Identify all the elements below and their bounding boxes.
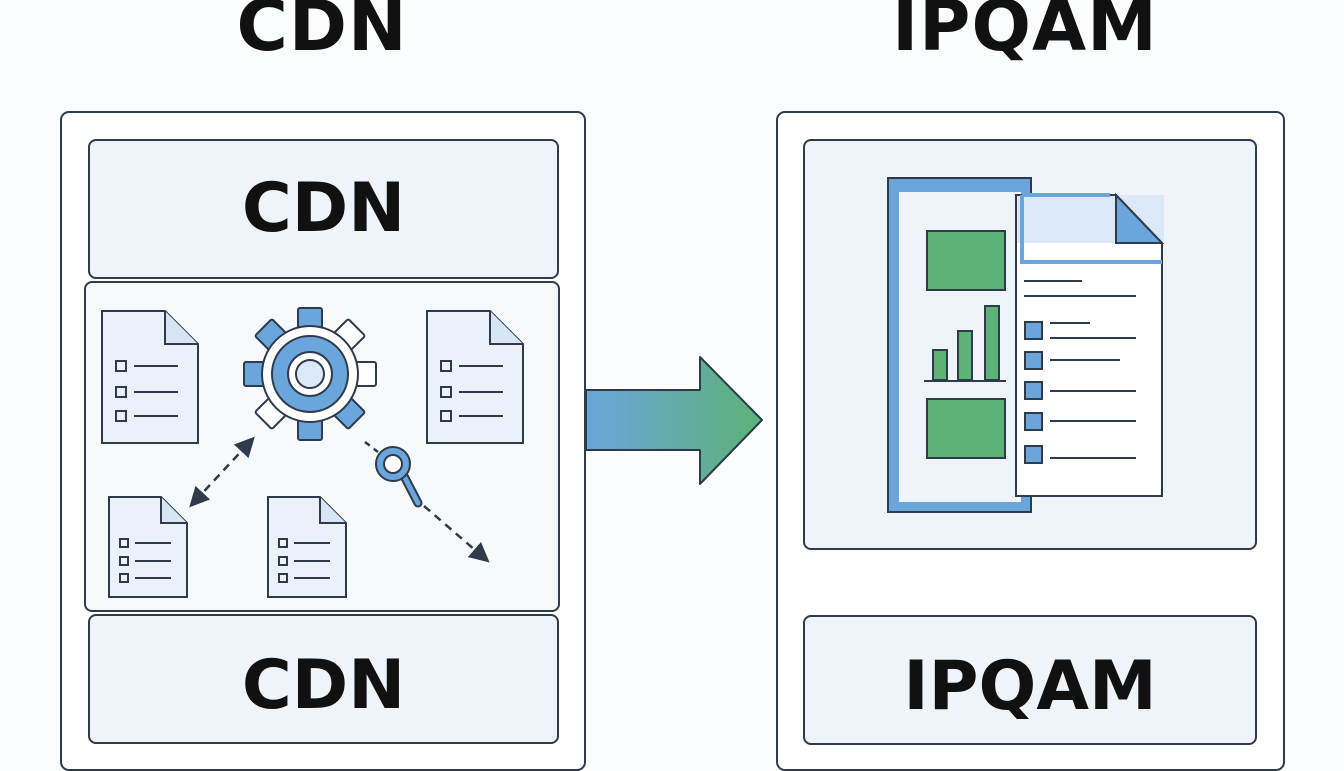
right-arrow-icon [585, 356, 763, 485]
double-arrow-icon [189, 436, 255, 508]
dashed-arrow-icon [364, 441, 490, 563]
document-list-icon [426, 310, 524, 444]
ipqam-bottom-box: IPQAM [803, 615, 1257, 745]
report-document-icon [887, 177, 1165, 513]
document-list-icon [267, 496, 347, 598]
diagram-graphics [101, 177, 1165, 598]
ipqam-bottom-label: IPQAM [903, 647, 1157, 726]
magnifier-icon [375, 446, 423, 508]
heading-ipqam: IPQAM [892, 0, 1158, 67]
gear-icon [243, 307, 377, 441]
document-list-icon [108, 496, 188, 598]
cdn-bottom-box: CDN [88, 614, 559, 744]
cdn-top-label: CDN [241, 169, 406, 248]
heading-cdn: CDN [236, 0, 408, 67]
document-list-icon [101, 310, 199, 444]
cdn-top-box: CDN [88, 139, 559, 279]
cdn-bottom-label: CDN [241, 646, 406, 725]
